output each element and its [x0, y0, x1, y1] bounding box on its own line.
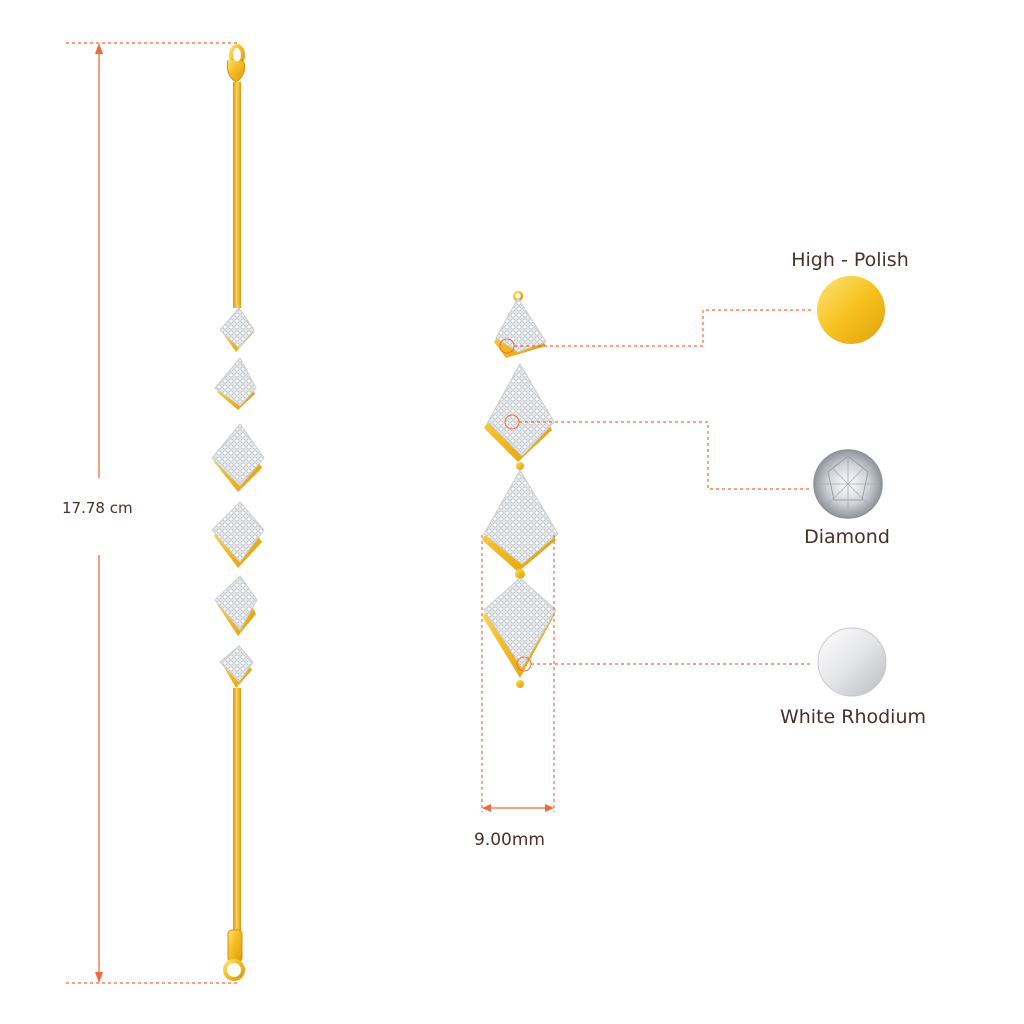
rhodium-swatch-icon — [817, 627, 887, 697]
side-kite-2 — [484, 362, 555, 462]
side-link-1 — [516, 462, 524, 470]
diamond-swatch-icon — [813, 449, 883, 519]
width-label: 9.00mm — [474, 830, 545, 850]
bracelet-kite-2 — [214, 357, 257, 410]
bracelet-kite-3 — [211, 423, 265, 492]
bracelet-kite-4 — [211, 501, 265, 568]
lower-chain — [233, 688, 241, 938]
diamond-label: Diamond — [804, 526, 890, 548]
end-tag — [227, 929, 243, 963]
high-polish-label: High - Polish — [791, 249, 909, 271]
bracelet-front-view — [211, 44, 265, 981]
length-label: 17.78 cm — [62, 499, 133, 517]
callout-lines — [499, 309, 812, 672]
bracelet-side-view — [482, 290, 559, 688]
white-rhodium-label: White Rhodium — [779, 706, 927, 728]
bracelet-kite-6 — [219, 645, 254, 688]
side-bottom-ring — [516, 680, 524, 688]
bracelet-kite-1 — [219, 307, 255, 352]
width-dimension-line — [481, 535, 555, 812]
side-link-2 — [515, 569, 525, 579]
side-kite-4 — [482, 577, 557, 678]
upper-chain — [233, 82, 241, 308]
length-dimension-line — [66, 42, 238, 984]
lobster-clasp — [226, 44, 246, 83]
bracelet-kite-5 — [214, 575, 258, 636]
side-kite-1 — [494, 297, 547, 358]
end-ring — [223, 959, 245, 981]
side-kite-3 — [482, 469, 559, 572]
gold-swatch-icon — [817, 276, 885, 344]
